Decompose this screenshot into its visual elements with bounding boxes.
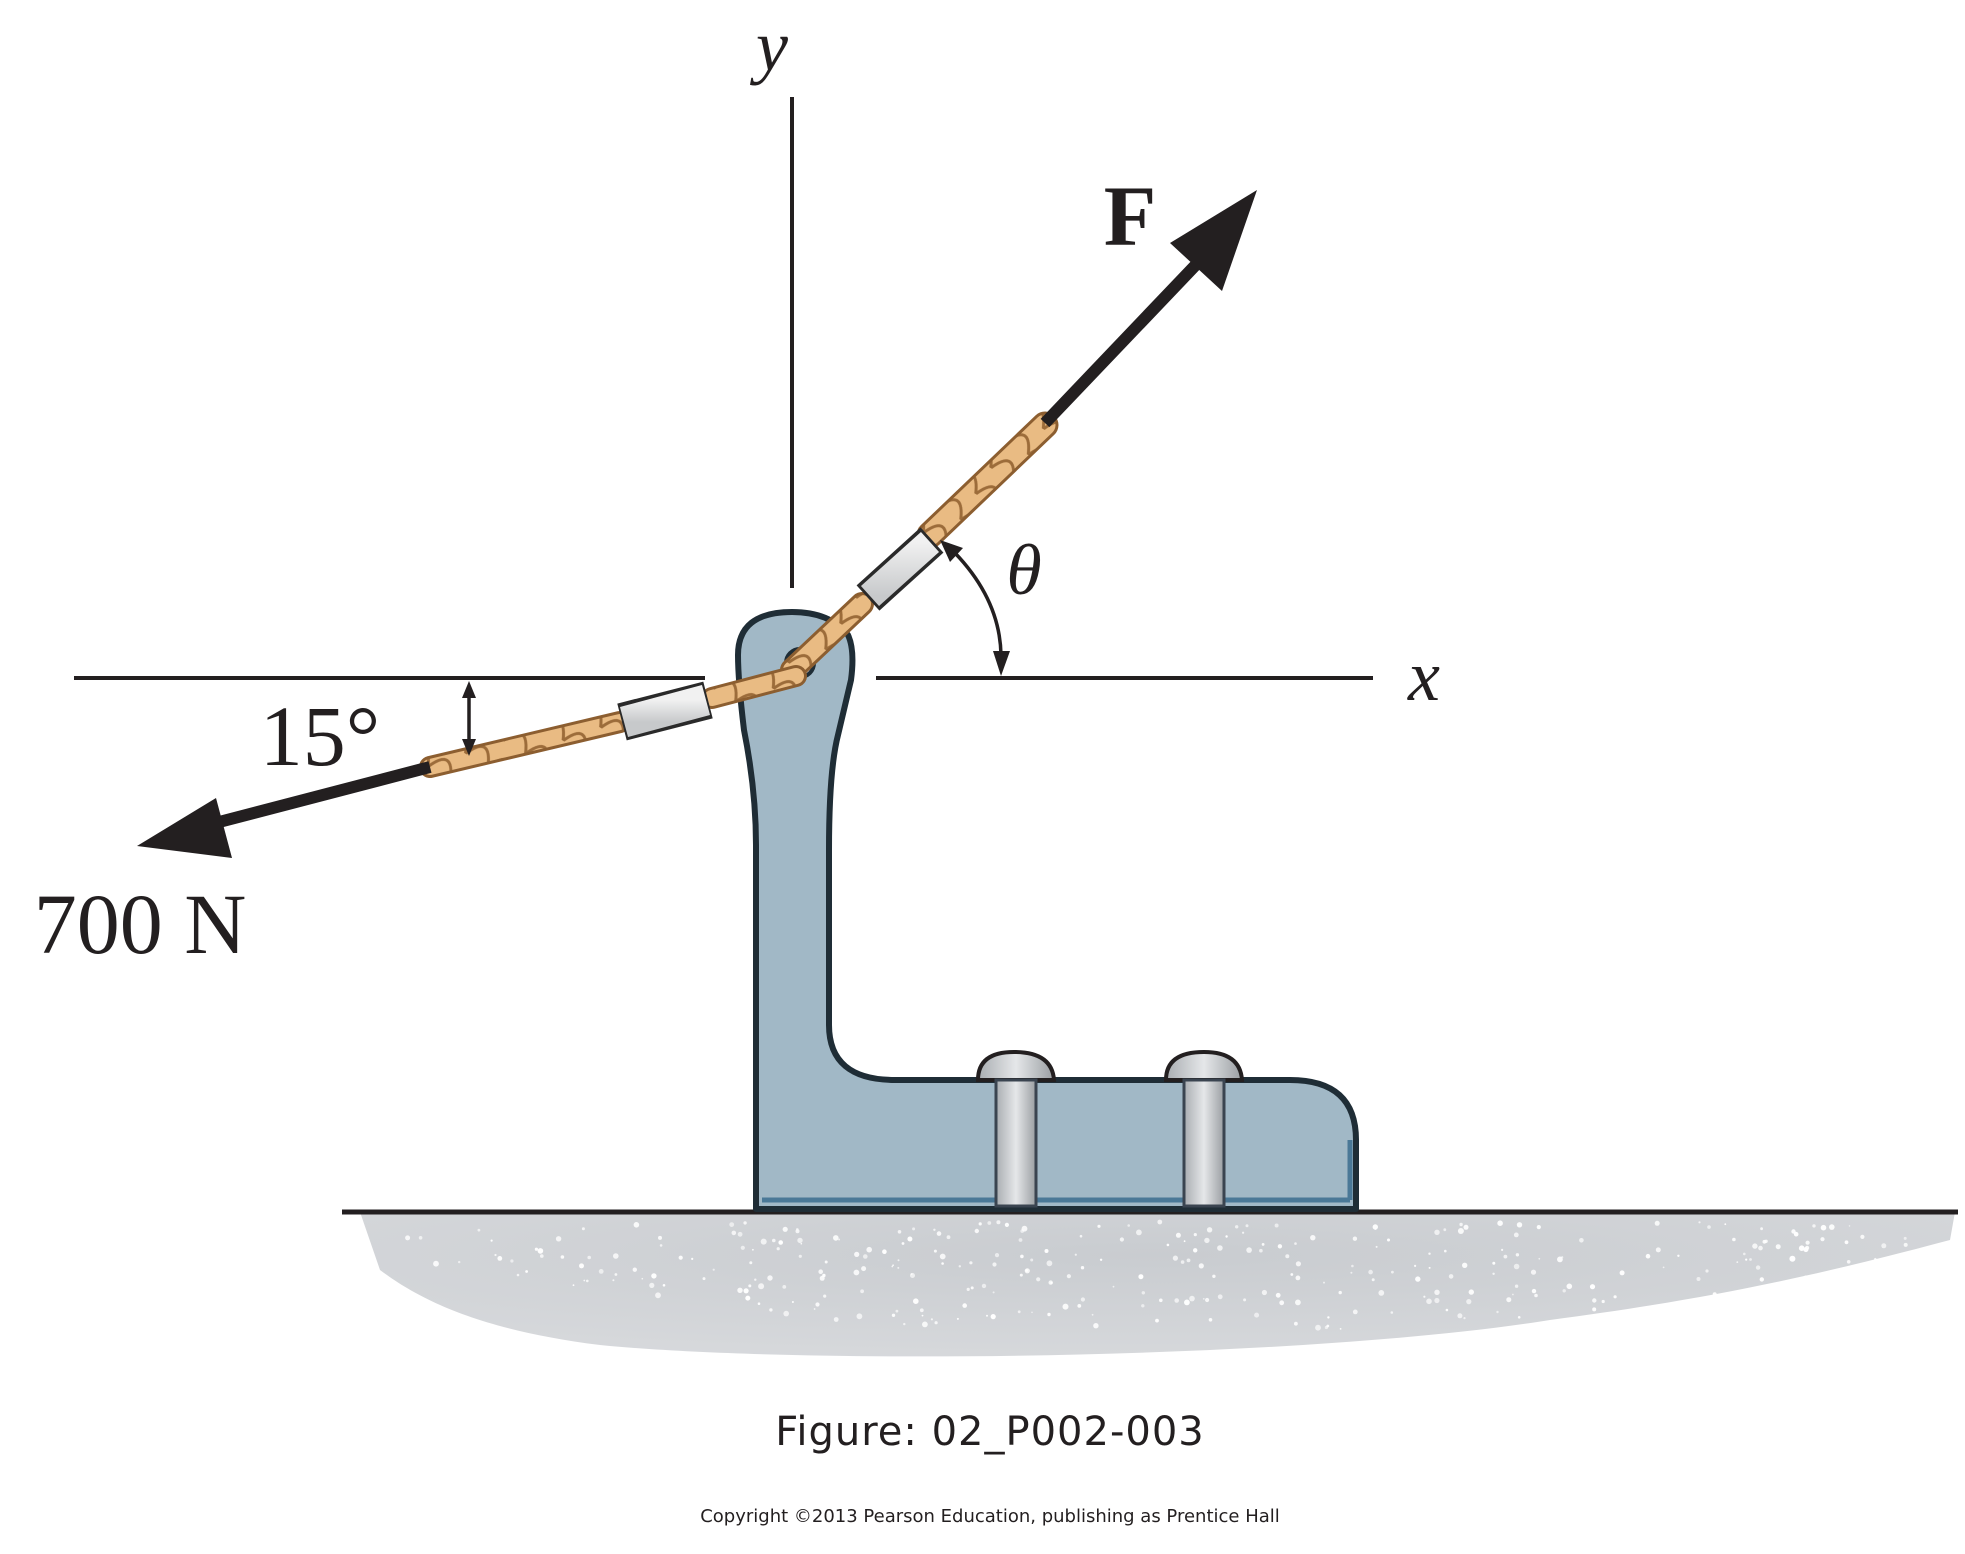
angle-arrow-icon [940,540,1010,676]
rope-icon [780,411,1059,682]
theta-label: θ [1006,530,1041,610]
force-arrow-icon [1040,190,1257,428]
x-axis-label: x [1407,636,1440,716]
ground [342,1209,1958,1357]
force-f-label: F [1104,168,1157,264]
coordinate-axes [74,97,1373,680]
copyright-notice: Copyright ©2013 Pearson Education, publi… [700,1506,1280,1527]
rope-icon [419,665,807,778]
y-axis-label: y [749,6,788,86]
angle-15-label: 15° [260,688,380,784]
anchor-bracket [735,609,1359,1212]
bolt-icon [1163,1049,1245,1208]
force-700n-label: 700 N [34,876,247,972]
force-arrow-icon [137,761,432,858]
bolt-icon [975,1049,1057,1208]
figure-caption: Figure: 02_P002-003 [775,1409,1204,1455]
angle-arrow-icon [462,681,476,756]
